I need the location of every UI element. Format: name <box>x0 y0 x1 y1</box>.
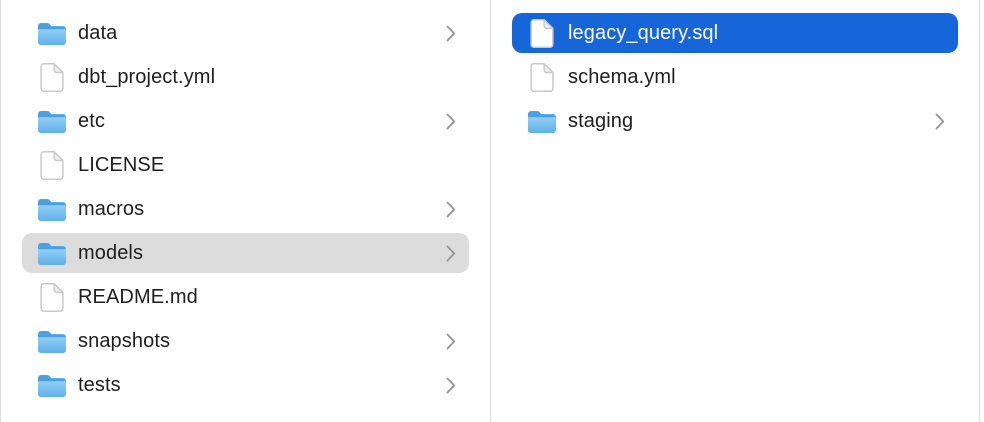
chevron-right-icon <box>446 377 456 394</box>
list-item-etc[interactable]: etc <box>22 101 469 141</box>
list-item-snapshots[interactable]: snapshots <box>22 321 469 361</box>
folder-icon <box>37 330 67 353</box>
list-item-LICENSE[interactable]: LICENSE <box>22 145 469 185</box>
folder-icon <box>527 110 557 133</box>
list-item-tests[interactable]: tests <box>22 365 469 405</box>
item-label: legacy_query.sql <box>568 21 719 44</box>
item-label: dbt_project.yml <box>78 65 216 88</box>
column-edge-right <box>979 0 980 422</box>
list-item-schema.yml[interactable]: schema.yml <box>512 57 958 97</box>
chevron-right-icon <box>446 25 456 42</box>
chevron-right-icon <box>446 201 456 218</box>
folder-icon <box>37 22 67 45</box>
item-label: tests <box>78 373 121 396</box>
list-item-models[interactable]: models <box>22 233 469 273</box>
chevron-right-icon <box>446 333 456 350</box>
item-label: README.md <box>78 285 198 308</box>
list-item-macros[interactable]: macros <box>22 189 469 229</box>
item-label: staging <box>568 109 634 132</box>
column-divider[interactable] <box>490 0 491 422</box>
file-icon <box>37 63 67 92</box>
item-label: etc <box>78 109 105 132</box>
list-item-README.md[interactable]: README.md <box>22 277 469 317</box>
chevron-right-icon <box>935 113 945 130</box>
list-item-data[interactable]: data <box>22 13 469 53</box>
chevron-right-icon <box>446 245 456 262</box>
folder-icon <box>37 198 67 221</box>
item-label: data <box>78 21 118 44</box>
column-models-directory: legacy_query.sql schema.yml staging <box>491 0 979 422</box>
item-label: schema.yml <box>568 65 676 88</box>
file-icon <box>527 19 557 48</box>
item-label: LICENSE <box>78 153 165 176</box>
list-item-staging[interactable]: staging <box>512 101 958 141</box>
folder-icon <box>37 110 67 133</box>
folder-icon <box>37 242 67 265</box>
item-label: models <box>78 241 144 264</box>
item-label: macros <box>78 197 145 220</box>
list-item-dbt_project.yml[interactable]: dbt_project.yml <box>22 57 469 97</box>
column-edge-left <box>0 0 1 422</box>
chevron-right-icon <box>446 113 456 130</box>
file-icon <box>37 151 67 180</box>
item-label: snapshots <box>78 329 171 352</box>
file-icon <box>37 283 67 312</box>
list-item-legacy_query.sql[interactable]: legacy_query.sql <box>512 13 958 53</box>
folder-icon <box>37 374 67 397</box>
file-icon <box>527 63 557 92</box>
